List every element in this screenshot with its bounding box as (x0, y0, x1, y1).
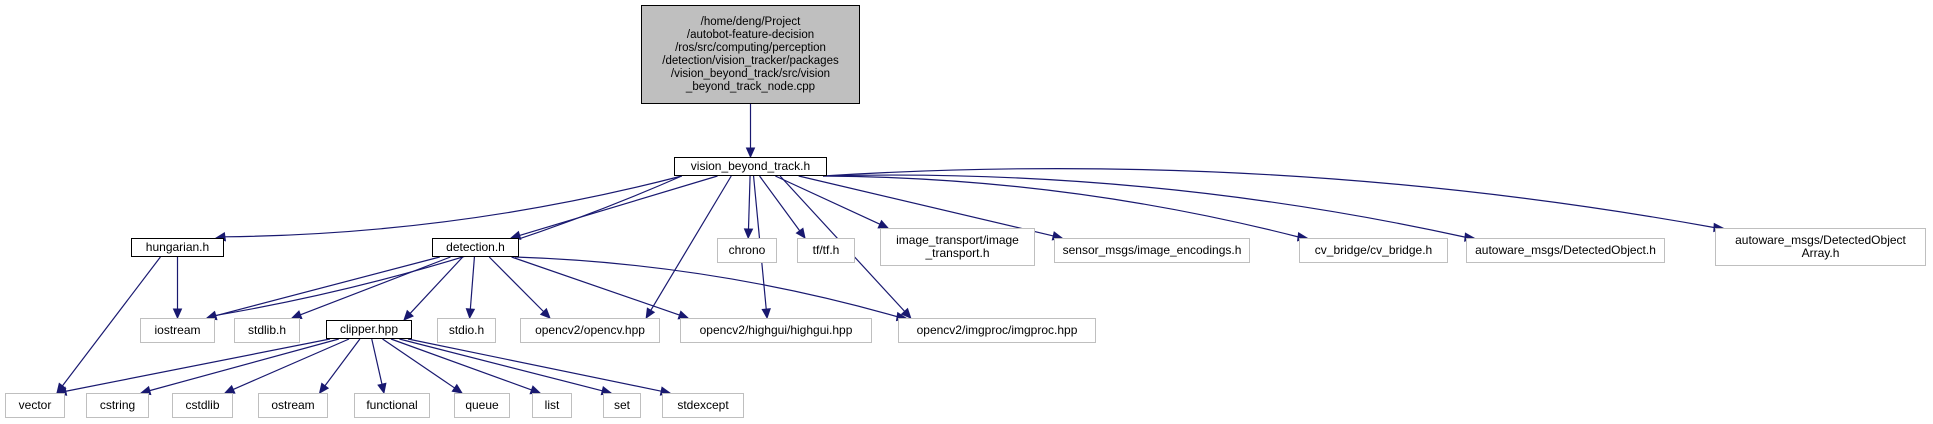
node-detection-h[interactable]: detection.h (432, 238, 519, 257)
node-iostream: iostream (140, 318, 215, 343)
node-cstring: cstring (86, 393, 149, 418)
node-stdexcept: stdexcept (662, 393, 744, 418)
edge-vision_beyond_track-to-chrono (747, 175, 751, 230)
edge-detection-to-imgproc (514, 256, 898, 318)
node-stdio-h: stdio.h (437, 318, 496, 343)
node-detected-object-array-h: autoware_msgs/DetectedObject Array.h (1715, 228, 1926, 266)
edge-clipper-to-stdexcept (407, 338, 662, 392)
arrowhead-clipper-to-queue (451, 383, 464, 394)
node-cv-bridge-h: cv_bridge/cv_bridge.h (1299, 238, 1448, 263)
edge-vision_beyond_track-to-detected_object_array (822, 168, 1715, 229)
arrowhead-vision_beyond_track-to-imgproc (900, 307, 912, 319)
arrowhead-clipper-to-ostream (318, 382, 330, 394)
node-vector: vector (5, 393, 65, 418)
edge-detection-to-clipper (409, 256, 464, 314)
edge-clipper-to-cstdlib (233, 338, 350, 390)
edge-vision_beyond_track-to-detection (519, 175, 718, 236)
node-cstdlib: cstdlib (172, 393, 233, 418)
node-imgproc-hpp: opencv2/imgproc/imgproc.hpp (898, 318, 1096, 343)
edge-detection-to-stdlib (300, 256, 451, 316)
edge-vision_beyond_track-to-iostream (215, 175, 682, 317)
edge-vision_beyond_track-to-image_transport (775, 175, 881, 225)
arrowhead-vision_beyond_track-to-tf (795, 227, 806, 239)
node-opencv-hpp: opencv2/opencv.hpp (520, 318, 660, 343)
node-functional: functional (354, 393, 430, 418)
edge-clipper-to-list (390, 338, 532, 391)
node-clipper-hpp[interactable]: clipper.hpp (326, 320, 412, 339)
node-hungarian-h[interactable]: hungarian.h (131, 238, 224, 257)
edge-hungarian-to-vector (61, 256, 161, 387)
arrowhead-clipper-to-functional (377, 382, 387, 395)
arrowhead-vision_beyond_track-to-image_transport (877, 219, 890, 229)
node-image-encodings-h: sensor_msgs/image_encodings.h (1054, 238, 1250, 263)
arrowhead-vision_beyond_track-to-chrono (743, 228, 754, 240)
node-image-transport-h: image_transport/image _transport.h (880, 228, 1035, 266)
arrowhead-root-to-vision_beyond_track (745, 147, 756, 159)
arrowhead-vision_beyond_track-to-opencv (645, 307, 656, 320)
edge-clipper-to-functional (371, 338, 383, 385)
edge-vision_beyond_track-to-detected_object (822, 174, 1466, 238)
node-list: list (532, 393, 572, 418)
node-tf-h: tf/tf.h (797, 238, 855, 263)
edge-vision_beyond_track-to-hungarian (224, 175, 682, 238)
node-ostream: ostream (258, 393, 328, 418)
edge-clipper-to-cstring (149, 338, 339, 392)
edge-detection-to-highgui (511, 256, 680, 316)
edge-vision_beyond_track-to-cv_bridge (822, 175, 1299, 238)
edge-clipper-to-queue (382, 338, 455, 389)
arrowhead-detection-to-opencv (539, 307, 551, 319)
node-root-file: /home/deng/Project /autobot-feature-deci… (641, 5, 860, 104)
arrowhead-hungarian-to-iostream (172, 308, 183, 320)
edge-vision_beyond_track-to-opencv (650, 175, 732, 311)
edge-clipper-to-ostream (324, 338, 361, 387)
node-vision-beyond-track-h[interactable]: vision_beyond_track.h (674, 157, 827, 176)
edge-detection-to-opencv (488, 256, 545, 313)
arrowhead-clipper-to-cstdlib (223, 384, 236, 394)
edge-clipper-to-set (399, 338, 603, 392)
node-set: set (603, 393, 641, 418)
node-queue: queue (454, 393, 510, 418)
edge-detection-to-stdio (469, 256, 476, 310)
edge-vision_beyond_track-to-image_encodings (798, 175, 1054, 237)
node-stdlib-h: stdlib.h (234, 318, 300, 343)
edge-detection-to-iostream (215, 256, 440, 317)
edge-vision_beyond_track-to-tf (759, 175, 801, 232)
arrowhead-vision_beyond_track-to-highgui (761, 308, 771, 320)
arrowhead-detection-to-stdio (465, 308, 476, 320)
node-detected-object-h: autoware_msgs/DetectedObject.h (1466, 238, 1665, 263)
node-chrono: chrono (717, 238, 777, 263)
node-highgui-hpp: opencv2/highgui/highgui.hpp (680, 318, 872, 343)
edge-clipper-to-vector (65, 338, 331, 392)
arrowhead-detection-to-clipper (403, 309, 414, 321)
